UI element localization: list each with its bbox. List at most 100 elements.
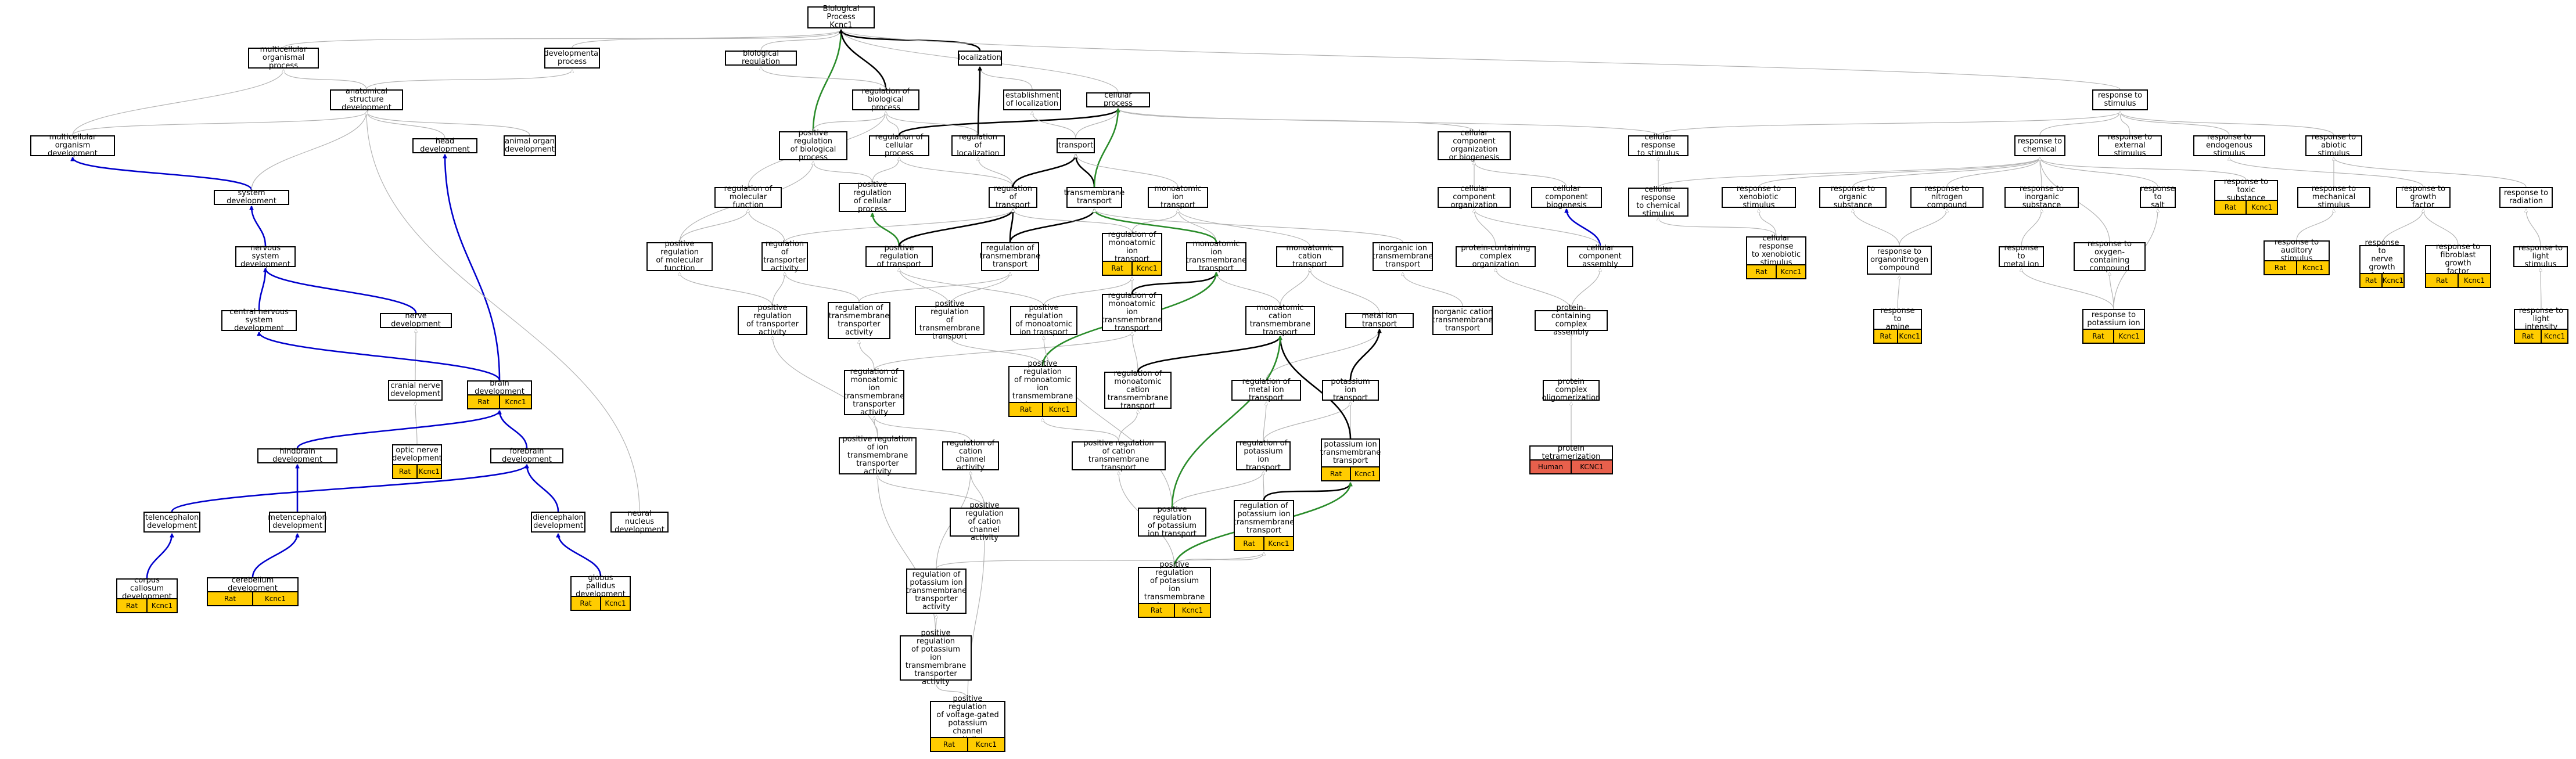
term-cellrespchem[interactable]: cellular response to chemical stimulus bbox=[1628, 186, 1688, 218]
term-metalion[interactable]: metal ion transport bbox=[1345, 312, 1414, 329]
term-posregiontmtra[interactable]: positive regulation of ion transmembrane… bbox=[839, 436, 917, 476]
term-respinorg[interactable]: response to inorganic substance bbox=[2004, 185, 2079, 210]
term-biolreg[interactable]: biological regulation bbox=[725, 50, 797, 66]
term-posregcatch[interactable]: positive regulation of cation channel ac… bbox=[950, 502, 1019, 542]
term-bp[interactable]: Biological Process Kcnc1 bbox=[807, 5, 875, 30]
term-respngf[interactable]: response to nerve growth factor bbox=[2359, 239, 2405, 280]
term-respamine[interactable]: response to amine bbox=[1873, 307, 1922, 332]
term-respgf[interactable]: response to growth factor bbox=[2396, 185, 2451, 210]
term-posregpotiontmtra[interactable]: positive regulation of potassium ion tra… bbox=[900, 629, 972, 686]
term-cerebellum[interactable]: cerebellum development bbox=[207, 577, 299, 593]
term-tetra[interactable]: protein tetramerization bbox=[1529, 445, 1613, 461]
term-respendo[interactable]: response to endogenous stimulus bbox=[2193, 134, 2265, 158]
term-regtra[interactable]: regulation of transporter activity bbox=[761, 240, 808, 273]
term-globus[interactable]: globus pallidus development bbox=[570, 574, 631, 599]
term-ccorg[interactable]: cellular component organization or bioge… bbox=[1438, 130, 1511, 162]
term-potiontm[interactable]: potassium ion transmembrane transport bbox=[1320, 438, 1381, 467]
term-resporg[interactable]: response to organic substance bbox=[1819, 185, 1887, 210]
term-neuralnuc[interactable]: neural nucleus development bbox=[610, 510, 669, 534]
term-cellproc[interactable]: cellular process bbox=[1086, 92, 1150, 108]
term-posregmonoiontm[interactable]: positive regulation of monoatomic ion tr… bbox=[1008, 360, 1077, 409]
term-regcatch[interactable]: regulation of cation channel activity bbox=[942, 440, 999, 472]
term-posregcattm[interactable]: positive regulation of cation transmembr… bbox=[1072, 440, 1166, 472]
term-regmf[interactable]: regulation of molecular function bbox=[714, 185, 782, 210]
term-monocat[interactable]: monoatomic cation transport bbox=[1276, 244, 1343, 269]
term-tmtr[interactable]: transmembrane transport bbox=[1064, 187, 1124, 208]
term-nervedev[interactable]: nerve development bbox=[380, 312, 452, 329]
term-posregbp[interactable]: positive regulation of biological proces… bbox=[779, 130, 847, 162]
term-regmonocattm[interactable]: regulation of monoatomic cation transmem… bbox=[1104, 370, 1172, 411]
term-dien[interactable]: diencephalon development bbox=[531, 512, 585, 533]
term-animorg[interactable]: animal organ development bbox=[504, 135, 556, 156]
term-respmetal[interactable]: response to metal ion bbox=[1999, 244, 2044, 269]
term-cellresp[interactable]: cellular response to stimulus bbox=[1628, 134, 1688, 158]
term-cellxeno[interactable]: cellular response to xenobiotic stimulus bbox=[1746, 235, 1806, 267]
term-posregpotiontm[interactable]: positive regulation of potassium ion tra… bbox=[1138, 561, 1211, 610]
term-resporgnit[interactable]: response to organonitrogen compound bbox=[1867, 246, 1932, 275]
term-respaud[interactable]: response to auditory stimulus bbox=[2264, 239, 2330, 263]
term-respxeno[interactable]: response to xenobiotic stimulus bbox=[1722, 185, 1796, 210]
term-resprad[interactable]: response to radiation bbox=[2499, 187, 2553, 208]
term-posregcp[interactable]: positive regulation of cellular process bbox=[839, 181, 906, 214]
term-transport[interactable]: transport bbox=[1057, 138, 1095, 153]
term-meten[interactable]: metencephalon development bbox=[268, 512, 327, 533]
term-regbp[interactable]: regulation of biological process bbox=[852, 88, 919, 112]
term-ccassem[interactable]: cellular component assembly bbox=[1567, 244, 1633, 269]
term-regmonoion[interactable]: regulation of monoatomic ion transport bbox=[1102, 231, 1162, 264]
term-braindev[interactable]: brain development bbox=[467, 380, 532, 396]
term-posregmf[interactable]: positive regulation of molecular functio… bbox=[646, 240, 713, 273]
term-hindbrain[interactable]: hindbrain development bbox=[257, 448, 337, 464]
term-multi[interactable]: multicellular organismal process bbox=[248, 46, 319, 70]
term-resppot[interactable]: response to potassium ion bbox=[2082, 309, 2145, 330]
term-potion[interactable]: potassium ion transport bbox=[1322, 378, 1379, 402]
term-regtr[interactable]: regulation of transport bbox=[989, 185, 1037, 210]
term-regtmtr[interactable]: regulation of transmembrane transport bbox=[980, 242, 1040, 271]
term-regmetal[interactable]: regulation of metal ion transport bbox=[1231, 378, 1301, 402]
term-resplightint[interactable]: response to light intensity bbox=[2514, 307, 2568, 332]
term-regpotion[interactable]: regulation of potassium ion transport bbox=[1236, 440, 1291, 472]
term-cranial[interactable]: cranial nerve development bbox=[388, 380, 443, 401]
term-regpotiontmtra[interactable]: regulation of potassium ion transmembran… bbox=[906, 569, 967, 614]
term-estloc[interactable]: establishment of localization bbox=[1003, 89, 1061, 110]
term-headdev[interactable]: head development bbox=[412, 138, 477, 154]
term-posregmonoion[interactable]: positive regulation of monoatomic ion tr… bbox=[1010, 304, 1077, 337]
term-telen[interactable]: telencephalon development bbox=[143, 512, 200, 533]
term-respoxy[interactable]: response to oxygen-containing compound bbox=[2074, 240, 2146, 273]
term-optic[interactable]: optic nerve development bbox=[392, 444, 442, 465]
term-regcp[interactable]: regulation of cellular process bbox=[869, 134, 929, 158]
term-forebrain[interactable]: forebrain development bbox=[490, 448, 563, 464]
term-respabio[interactable]: response to abiotic stimulus bbox=[2305, 134, 2362, 158]
term-respext[interactable]: response to external stimulus bbox=[2098, 134, 2162, 158]
term-resptox[interactable]: response to toxic substance bbox=[2214, 178, 2278, 203]
term-posregpotion[interactable]: positive regulation of potassium ion tra… bbox=[1138, 506, 1206, 538]
term-nsdev[interactable]: nervous system development bbox=[235, 244, 296, 269]
term-monoiontm[interactable]: monoatomic ion transmembrane transport bbox=[1186, 240, 1247, 273]
term-anat[interactable]: anatomical structure development bbox=[330, 88, 403, 112]
term-respsalt[interactable]: response to salt bbox=[2140, 185, 2176, 210]
term-respmech[interactable]: response to mechanical stimulus bbox=[2297, 185, 2370, 210]
term-posregtmtr[interactable]: positive regulation of transmembrane tra… bbox=[915, 300, 985, 341]
term-monocattm[interactable]: monoatomic cation transmembrane transpor… bbox=[1245, 304, 1315, 337]
term-sysdev[interactable]: system development bbox=[214, 189, 289, 206]
term-resp[interactable]: response to stimulus bbox=[2092, 89, 2148, 110]
term-respnit[interactable]: response to nitrogen compound bbox=[1910, 185, 1984, 210]
term-devproc[interactable]: developmental process bbox=[544, 48, 601, 69]
term-regmonoiontmtra[interactable]: regulation of monoatomic ion transmembra… bbox=[844, 368, 905, 417]
term-orgcattm[interactable]: inorganic cation transmembrane transport bbox=[1432, 306, 1493, 335]
term-posregvg[interactable]: positive regulation of voltage-gated pot… bbox=[930, 695, 1005, 744]
term-inorgion[interactable]: inorganic ion transmembrane transport bbox=[1373, 242, 1433, 271]
term-posregtr[interactable]: positive regulation of transport bbox=[865, 244, 933, 269]
term-monoion[interactable]: monoatomic ion transport bbox=[1148, 185, 1208, 210]
term-posregtra[interactable]: positive regulation of transporter activ… bbox=[738, 304, 807, 337]
term-corpus[interactable]: corpus callosum development bbox=[116, 577, 178, 601]
term-cnsdev[interactable]: central nervous system development bbox=[221, 308, 297, 333]
term-regpotiontm[interactable]: regulation of potassium ion transmembran… bbox=[1234, 500, 1294, 537]
term-respfgf[interactable]: response to fibroblast growth factor bbox=[2425, 243, 2491, 276]
term-ccbio[interactable]: cellular component biogenesis bbox=[1531, 185, 1602, 210]
term-multidev[interactable]: multicellular organism development bbox=[30, 134, 115, 158]
term-regmonoiontm[interactable]: regulation of monoatomic ion transmembra… bbox=[1102, 292, 1163, 333]
term-respchem[interactable]: response to chemical bbox=[2014, 135, 2065, 156]
term-pcoligo[interactable]: protein complex oligomerization bbox=[1542, 378, 1601, 402]
term-pcca[interactable]: protein-containing complex assembly bbox=[1535, 304, 1608, 337]
term-regloc[interactable]: regulation of localization bbox=[951, 134, 1005, 158]
